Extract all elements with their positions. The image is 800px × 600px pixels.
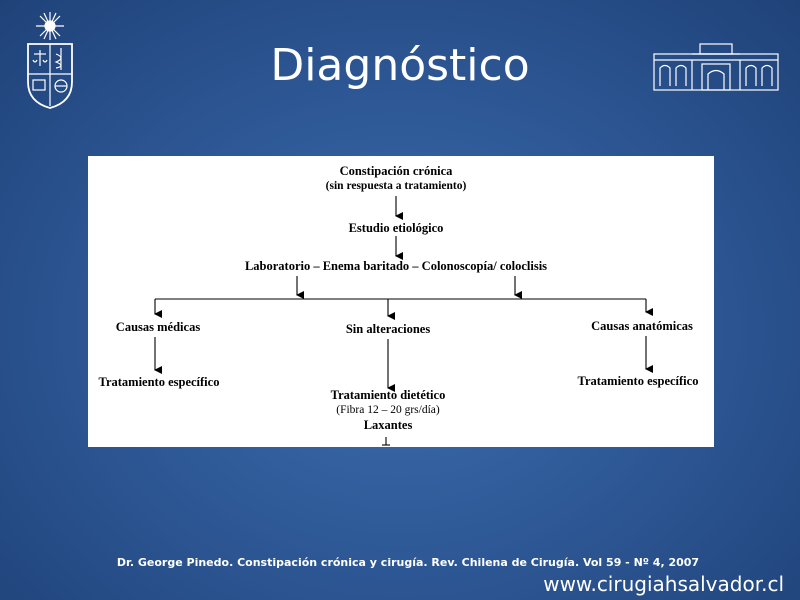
university-seal-logo — [22, 10, 78, 110]
flowchart-connectors — [154, 196, 653, 446]
slide-title: Diagnóstico — [270, 40, 530, 91]
node-cronic-constipation: Constipación crónica (sin respuesta a tr… — [296, 164, 496, 194]
node-specific-treatment-left: Tratamiento específico — [98, 375, 220, 389]
citation-text: Dr. George Pinedo. Constipación crónica … — [116, 556, 700, 569]
node-laxatives: Laxantes — [363, 418, 413, 432]
node-no-alterations: Sin alteraciones — [345, 322, 431, 336]
node-specific-treatment-right: Tratamiento específico — [577, 374, 699, 388]
node-medical-causes: Causas médicas — [115, 320, 201, 334]
node-dietary-treatment-label: Tratamiento dietético — [330, 388, 446, 402]
node-etiologic-study: Estudio etiológico — [348, 221, 444, 235]
node-start-sublabel: (sin respuesta a tratamiento) — [325, 180, 467, 192]
flowchart-panel: Constipación crónica (sin respuesta a tr… — [88, 156, 714, 447]
node-anatomical-causes: Causas anatómicas — [591, 319, 693, 333]
website-url: www.cirugiahsalvador.cl — [543, 572, 784, 596]
node-start-label: Constipación crónica — [339, 164, 453, 178]
node-fiber-detail: (Fibra 12 – 20 grs/día) — [336, 404, 440, 416]
hospital-building-logo — [652, 40, 780, 92]
node-tests: Laboratorio – Enema baritado – Colonosco… — [244, 259, 548, 273]
node-dietary-treatment: Tratamiento dietético (Fibra 12 – 20 grs… — [308, 388, 468, 433]
